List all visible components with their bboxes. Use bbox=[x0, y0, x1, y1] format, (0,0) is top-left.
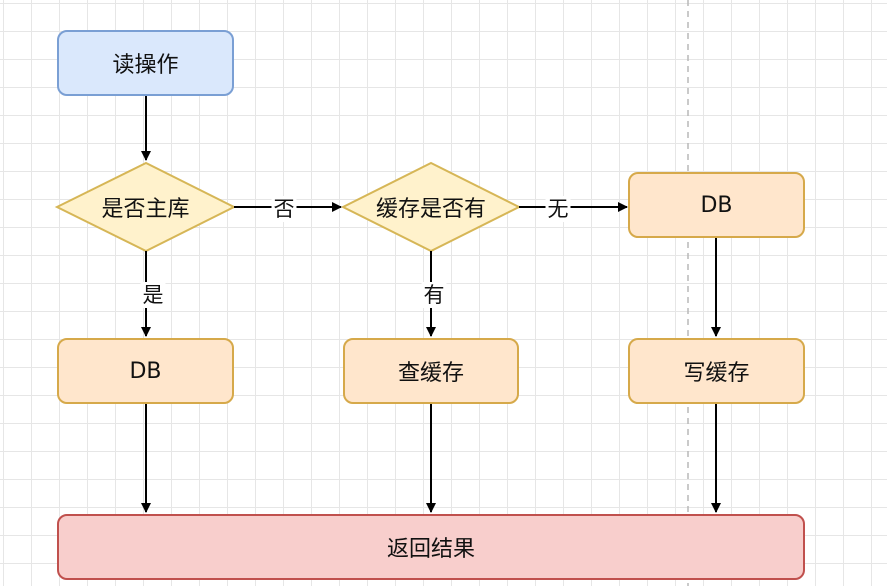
decision-is-master-shape[interactable] bbox=[54, 161, 237, 253]
edge-label-yes: 是 bbox=[140, 282, 166, 308]
edge-label-no: 否 bbox=[271, 196, 297, 222]
node-read-operation[interactable]: 读操作 bbox=[57, 30, 234, 96]
edge-label-none: 无 bbox=[545, 196, 571, 222]
decision-cache-exists-shape[interactable] bbox=[340, 161, 522, 253]
node-query-cache[interactable]: 查缓存 bbox=[343, 338, 519, 404]
node-write-cache[interactable]: 写缓存 bbox=[628, 338, 805, 404]
node-db-right[interactable]: DB bbox=[628, 172, 805, 238]
node-db-left[interactable]: DB bbox=[57, 338, 234, 404]
edge-label-has: 有 bbox=[421, 282, 447, 308]
node-return-result[interactable]: 返回结果 bbox=[57, 514, 805, 580]
